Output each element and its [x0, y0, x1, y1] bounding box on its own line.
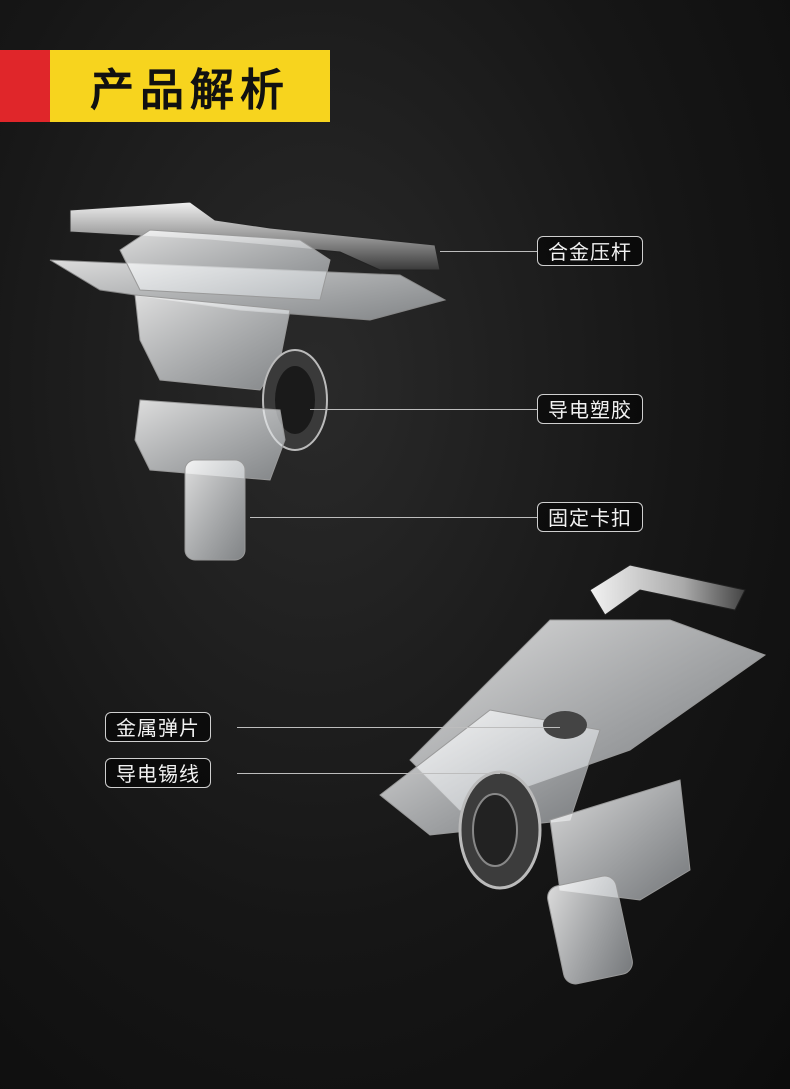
label-metal-spring: 金属弹片	[105, 712, 211, 742]
banner-yellow-block: 产品解析	[50, 50, 330, 122]
bottom-trigger-image	[379, 564, 767, 985]
label-conductive-plastic: 导电塑胶	[537, 394, 643, 424]
callout-line-metal-spring	[237, 727, 560, 728]
callout-line-fixing-clip	[250, 517, 538, 518]
callout-line-conductive-plastic	[310, 409, 538, 410]
section-title: 产品解析	[90, 65, 290, 116]
callout-line-conductive-wire	[237, 773, 500, 774]
label-fixing-clip: 固定卡扣	[537, 502, 643, 532]
top-trigger-image	[49, 201, 447, 561]
label-conductive-wire: 导电锡线	[105, 758, 211, 788]
label-alloy-lever: 合金压杆	[537, 236, 643, 266]
callout-line-alloy-lever	[440, 251, 538, 252]
section-banner: 产品解析	[0, 50, 330, 122]
banner-red-block	[0, 50, 50, 122]
